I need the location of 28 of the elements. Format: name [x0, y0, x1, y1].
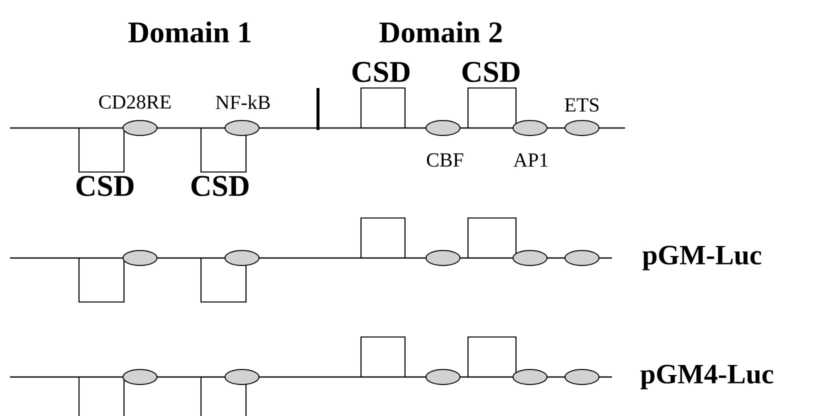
binding-site — [122, 120, 158, 136]
site-label: AP1 — [513, 153, 548, 167]
binding-site — [512, 369, 548, 385]
binding-site — [564, 369, 600, 385]
site-label: ETS — [564, 98, 599, 112]
binding-site — [224, 369, 260, 385]
binding-site — [564, 250, 600, 266]
csd-label: CSD — [352, 62, 410, 82]
binding-site — [564, 120, 600, 136]
binding-site — [512, 250, 548, 266]
binding-site — [426, 369, 460, 385]
binding-site — [426, 250, 460, 266]
binding-site — [224, 250, 260, 266]
binding-site — [512, 120, 548, 136]
construct-label: pGM-Luc — [642, 246, 762, 270]
binding-site — [224, 120, 260, 136]
domain-title: Domain 1 — [128, 21, 251, 43]
binding-site — [426, 120, 460, 136]
construct-label: pGM4-Luc — [640, 364, 774, 390]
binding-site — [122, 369, 158, 385]
csd-label: CSD — [462, 62, 520, 82]
site-label: CBF — [426, 153, 464, 167]
site-label: CD28RE — [99, 95, 171, 109]
binding-site — [122, 250, 158, 266]
site-label: NF-kB — [216, 95, 270, 109]
domain-title: Domain 2 — [379, 21, 502, 43]
csd-label: CSD — [191, 176, 249, 196]
csd-label: CSD — [76, 176, 134, 196]
